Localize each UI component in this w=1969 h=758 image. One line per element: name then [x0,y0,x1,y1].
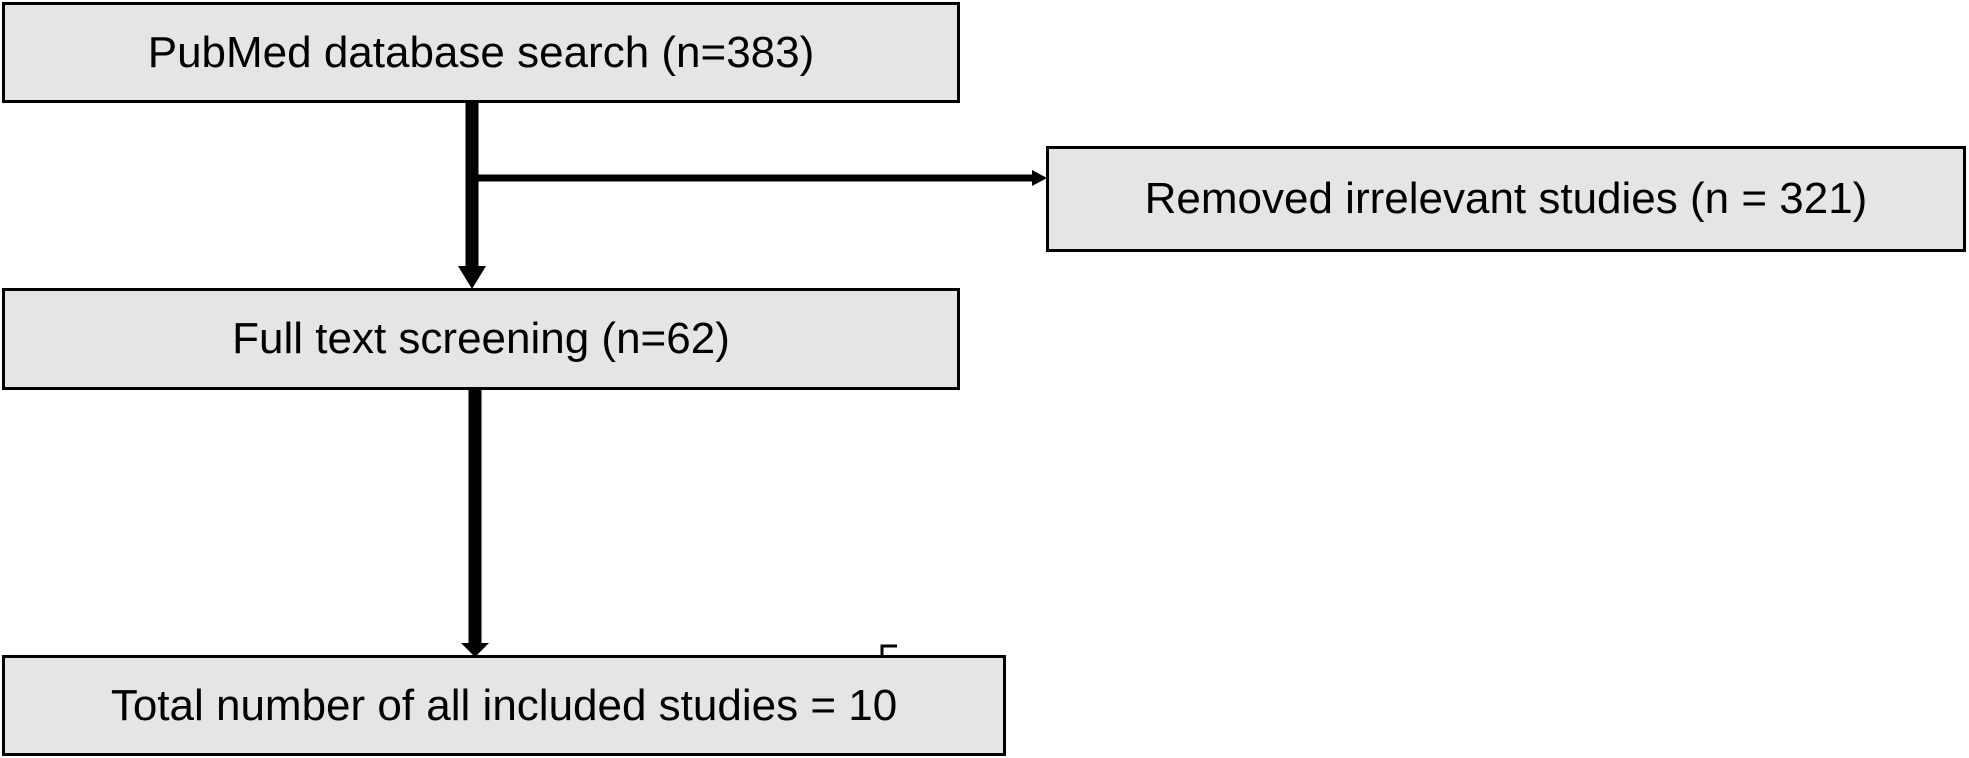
full-text-screening-box: Full text screening (n=62) [2,288,960,390]
removed-studies-label: Removed irrelevant studies (n = 321) [1144,174,1868,223]
removed-studies-box: Removed irrelevant studies (n = 321) [1046,146,1966,252]
search-box: PubMed database search (n=383) [2,2,960,103]
arrowhead-search-to-fulltext [458,266,486,289]
arrowhead-branch-to-removed [1032,170,1047,186]
included-studies-box: Total number of all included studies = 1… [2,655,1006,756]
included-studies-label: Total number of all included studies = 1… [110,680,898,730]
search-box-label: PubMed database search (n=383) [147,27,815,77]
full-text-screening-label: Full text screening (n=62) [232,314,730,363]
